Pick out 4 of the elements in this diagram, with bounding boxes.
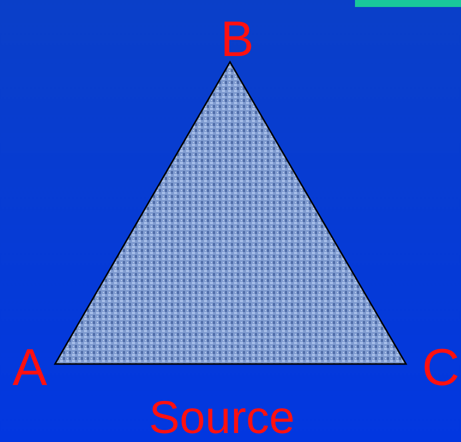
vertex-label: A xyxy=(12,342,48,394)
vertex-label: C xyxy=(422,342,460,394)
side-label: Source xyxy=(149,394,295,440)
vertex-label: B xyxy=(220,14,254,64)
